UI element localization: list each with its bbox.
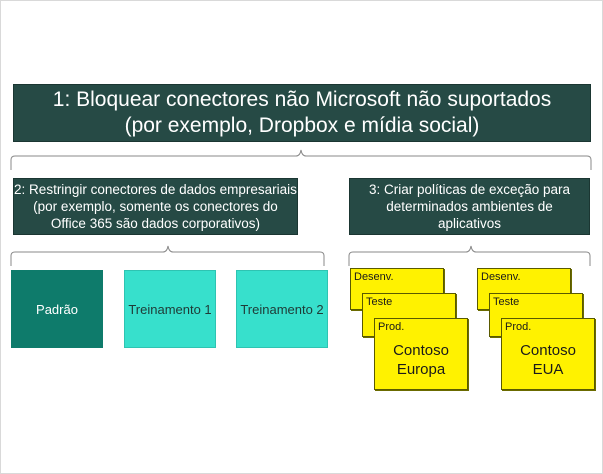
- left-branch-title: 2: Restringir conectores de dados empres…: [14, 182, 297, 231]
- restrict-business-connectors-box: 2: Restringir conectores de dados empres…: [13, 178, 298, 235]
- card-prod-usa: Prod. Contoso EUA: [501, 318, 595, 390]
- environment-training-1: Treinamento 1: [124, 270, 216, 348]
- card-label: Desenv.: [481, 271, 521, 283]
- environment-label: Padrão: [36, 301, 78, 317]
- main-brace: [10, 149, 592, 170]
- environment-label: Treinamento 2: [240, 301, 324, 317]
- environment-label: Treinamento 1: [128, 301, 212, 317]
- card-prod-europe: Prod. Contoso Europa: [374, 318, 468, 390]
- exception-policies-box: 3: Criar políticas de exceção para deter…: [349, 178, 590, 235]
- right-branch-title: 3: Criar políticas de exceção para deter…: [368, 182, 571, 231]
- environment-training-2: Treinamento 2: [236, 270, 328, 348]
- card-label: Prod.: [378, 321, 405, 333]
- card-name: Contoso Europa: [393, 342, 449, 378]
- card-label: Desenv.: [354, 271, 394, 283]
- right-brace: [348, 245, 591, 266]
- card-label: Teste: [493, 296, 520, 308]
- environment-default: Padrão: [11, 270, 103, 348]
- card-label: Teste: [366, 296, 393, 308]
- card-label: Prod.: [505, 321, 532, 333]
- block-unsupported-connectors-box: 1: Bloquear conectores não Microsoft não…: [13, 84, 591, 142]
- left-brace: [10, 245, 325, 266]
- main-title: 1: Bloquear conectores não Microsoft não…: [52, 88, 552, 137]
- card-name: Contoso EUA: [520, 342, 576, 378]
